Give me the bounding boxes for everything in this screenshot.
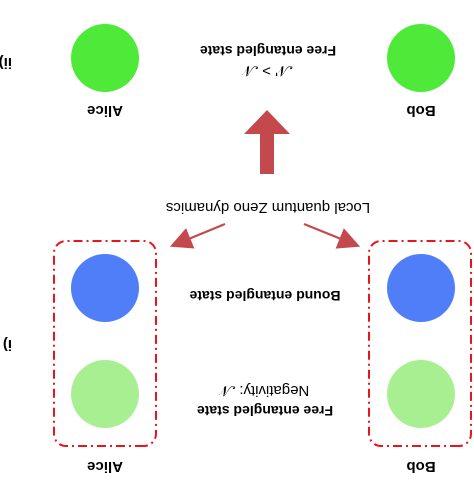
bob-label-i: Bob bbox=[406, 458, 435, 475]
bob-dashed-box bbox=[368, 240, 472, 447]
bound-entangled-state-label: Bound entangled state bbox=[189, 288, 340, 304]
right-diagonal-arrow bbox=[303, 222, 361, 249]
bob-qubit-ii bbox=[387, 24, 455, 92]
panel-i-label: i) bbox=[3, 336, 12, 353]
alice-label-ii: Alice bbox=[87, 102, 123, 119]
alice-label-i: Alice bbox=[87, 458, 123, 475]
negativity-label: Negativity: 𝒩 bbox=[218, 382, 309, 399]
alice-dashed-box bbox=[53, 240, 157, 447]
free-entangled-state-label-ii: Free entangled state bbox=[200, 43, 336, 59]
panel-ii-label: ii) bbox=[0, 54, 12, 71]
alice-top-qubit bbox=[71, 360, 139, 428]
bob-label-ii: Bob bbox=[406, 102, 435, 119]
negativity-inequality-label: 𝒩' > 𝒩 bbox=[241, 62, 292, 79]
process-label: Local quantum Zeno dynamics bbox=[166, 199, 370, 216]
alice-qubit-ii bbox=[71, 24, 139, 92]
left-diagonal-arrow bbox=[169, 222, 226, 249]
alice-bottom-qubit bbox=[71, 254, 139, 322]
big-transition-arrow bbox=[244, 110, 290, 174]
bob-bottom-qubit bbox=[387, 254, 455, 322]
free-entangled-state-label-i: Free entangled state bbox=[197, 403, 333, 419]
bob-top-qubit bbox=[387, 360, 455, 428]
